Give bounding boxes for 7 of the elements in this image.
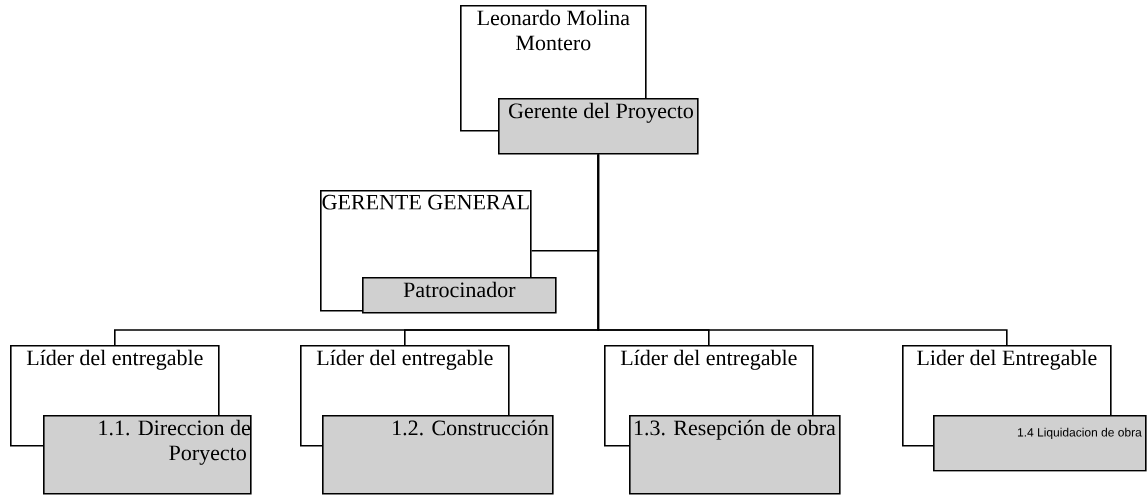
connector-line [597, 153, 1008, 346]
role-box: 1.3. Resepción de obra [629, 415, 841, 495]
role-box: Patrocinador [362, 277, 557, 314]
role-box: 1.4 Liquidacion de obra [933, 415, 1147, 472]
role-box: Gerente del Proyecto [498, 98, 699, 155]
role-box: 1.2. Construcción [322, 415, 554, 495]
role-box: 1.1. Direccion de Poryecto [43, 415, 252, 495]
